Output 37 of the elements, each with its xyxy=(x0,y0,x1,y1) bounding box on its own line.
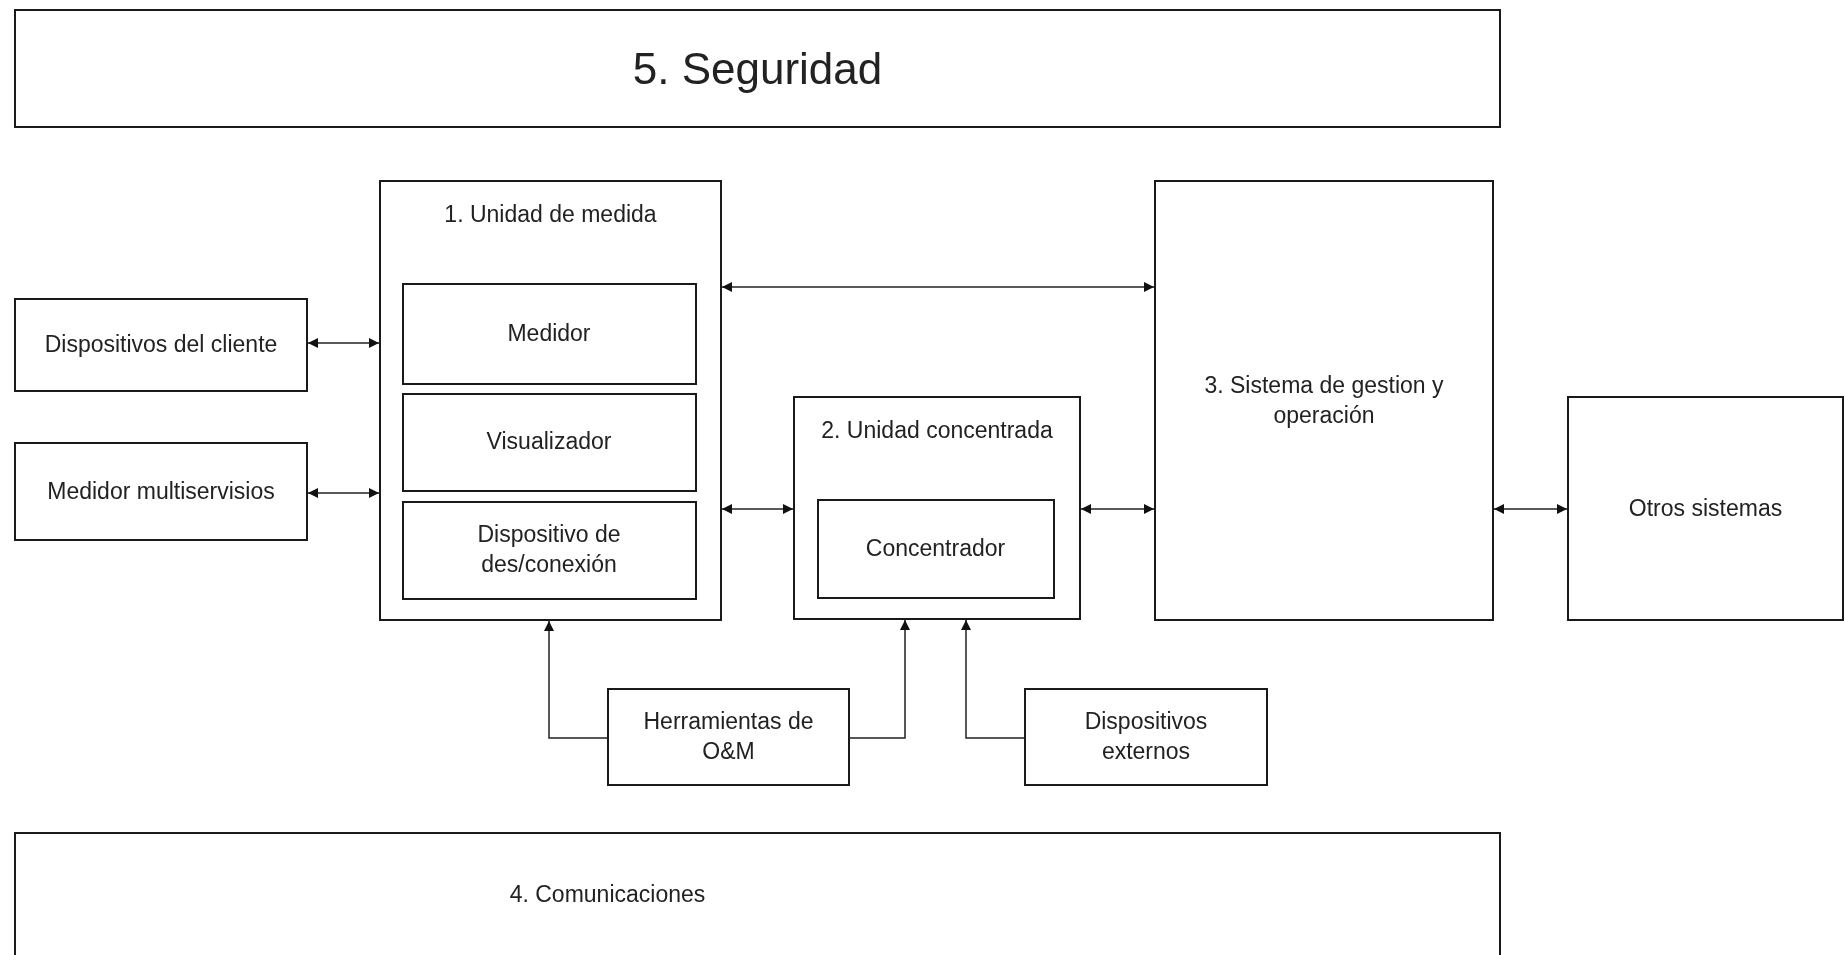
component-box xyxy=(816,498,1055,599)
connector-arrow xyxy=(721,282,1155,292)
device-box xyxy=(14,442,308,541)
box-label: 4. Comunicaciones xyxy=(509,879,706,909)
title-box xyxy=(14,9,1501,128)
box-label: Dispositivos externos xyxy=(1083,707,1209,766)
box-label: Otros sistemas xyxy=(1628,493,1783,523)
device-box xyxy=(1024,688,1268,786)
component-box xyxy=(401,500,697,600)
connector-arrow xyxy=(961,619,1025,739)
tool-box xyxy=(607,688,850,786)
box-label: Dispositivos del cliente xyxy=(44,330,278,360)
device-box xyxy=(14,298,308,392)
box-label: Dispositivo de des/conexión xyxy=(476,520,622,579)
unit-box xyxy=(793,396,1081,620)
box-label: Concentrador xyxy=(865,533,1006,563)
box-label: Medidor multiservisios xyxy=(47,476,275,506)
system-box xyxy=(1567,396,1844,621)
box-label: Visualizador xyxy=(486,427,612,457)
component-box xyxy=(401,392,697,492)
connector-arrow xyxy=(307,488,380,498)
box-label: 5. Seguridad xyxy=(632,42,883,95)
connector-arrow xyxy=(1080,504,1155,514)
connector-arrow xyxy=(544,620,608,739)
connector-arrow xyxy=(721,504,794,514)
box-label: Medidor xyxy=(507,318,591,348)
system-box xyxy=(1154,180,1494,621)
connector-arrow xyxy=(1493,504,1568,514)
box-label: 1. Unidad de medida xyxy=(444,200,657,229)
box-label: 3. Sistema de gestion y operación xyxy=(1203,370,1445,430)
box-label: 2. Unidad concentrada xyxy=(821,416,1053,445)
connector-arrow xyxy=(849,619,910,739)
box-label: Herramientas de O&M xyxy=(642,707,815,766)
component-box xyxy=(401,282,697,385)
unit-box xyxy=(379,180,722,621)
band-box xyxy=(14,832,1501,955)
connector-arrow xyxy=(307,338,380,348)
